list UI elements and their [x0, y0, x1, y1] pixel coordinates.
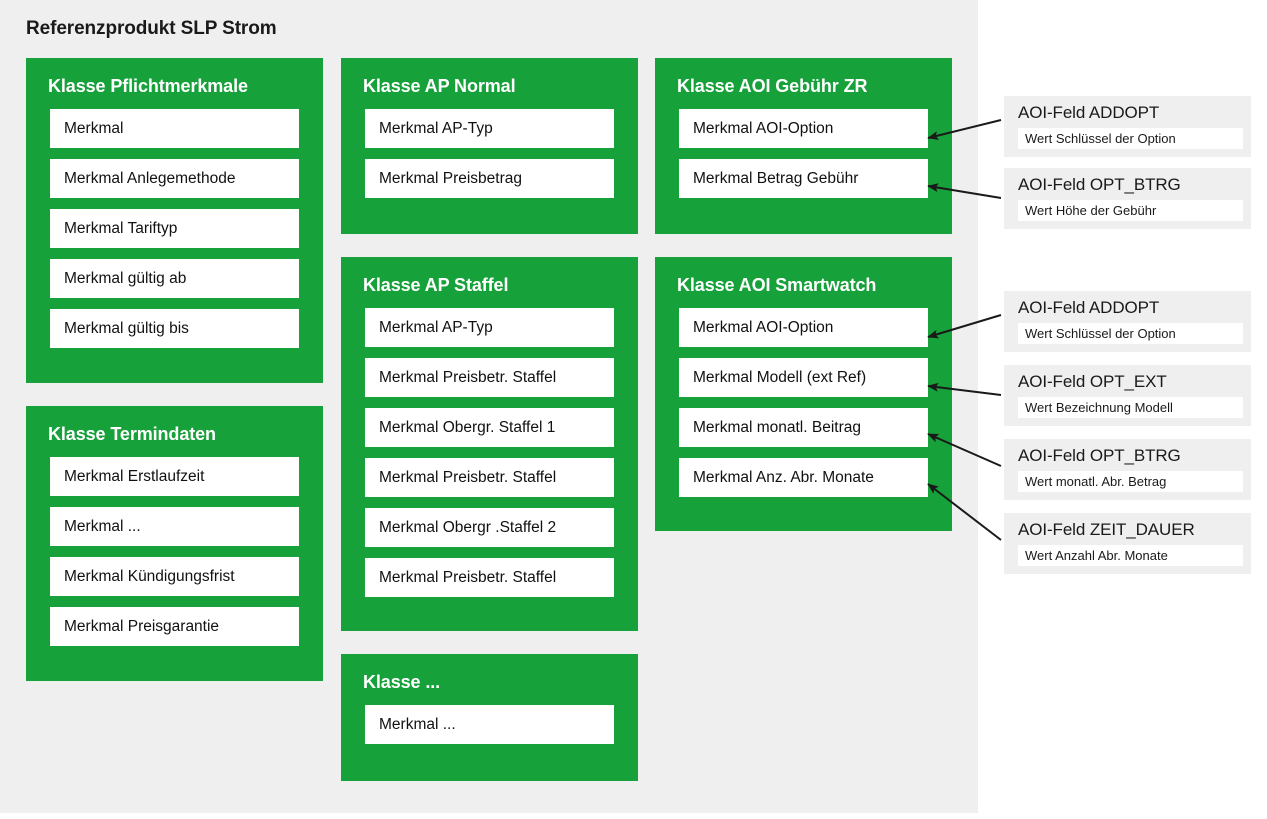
aoi-field-title: AOI-Feld ADDOPT [1018, 103, 1160, 122]
aoi-field-title: AOI-Feld ADDOPT [1018, 298, 1160, 317]
merkmal-row[interactable]: Merkmal Kündigungsfrist [50, 557, 299, 596]
merkmal-row[interactable]: Merkmal [50, 109, 299, 148]
class-box-termindaten[interactable]: Klasse Termindaten Merkmal Erstlaufzeit … [26, 406, 323, 681]
merkmal-row[interactable]: Merkmal monatl. Beitrag [679, 408, 928, 447]
aoi-field-title: AOI-Feld ZEIT_DAUER [1018, 520, 1195, 539]
class-title: Klasse ... [363, 672, 441, 692]
merkmal-row[interactable]: Merkmal Preisbetr. Staffel [365, 458, 614, 497]
merkmal-row[interactable]: Merkmal ... [365, 705, 614, 744]
merkmal-row[interactable]: Merkmal Erstlaufzeit [50, 457, 299, 496]
merkmal-list: Merkmal ... [365, 705, 614, 744]
class-box-pflichtmerkmale[interactable]: Klasse Pflichtmerkmale Merkmal Merkmal A… [26, 58, 323, 383]
merkmal-row[interactable]: Merkmal Preisbetrag [365, 159, 614, 198]
merkmal-list: Merkmal AP-Typ Merkmal Preisbetrag [365, 109, 614, 198]
aoi-field-card-opt-ext[interactable]: AOI-Feld OPT_EXT Wert Bezeichnung Modell [1004, 365, 1251, 426]
class-box-aoi-gebuehr-zr[interactable]: Klasse AOI Gebühr ZR Merkmal AOI-Option … [655, 58, 952, 234]
merkmal-list: Merkmal AOI-Option Merkmal Betrag Gebühr [679, 109, 928, 198]
merkmal-row[interactable]: Merkmal AP-Typ [365, 308, 614, 347]
class-box-weitere[interactable]: Klasse ... Merkmal ... [341, 654, 638, 781]
merkmal-row[interactable]: Merkmal Anlegemethode [50, 159, 299, 198]
aoi-field-value: Wert Höhe der Gebühr [1018, 200, 1243, 221]
class-title: Klasse AP Staffel [363, 275, 509, 295]
aoi-field-title: AOI-Feld OPT_BTRG [1018, 446, 1181, 465]
merkmal-row[interactable]: Merkmal Preisbetr. Staffel [365, 358, 614, 397]
class-box-ap-normal[interactable]: Klasse AP Normal Merkmal AP-Typ Merkmal … [341, 58, 638, 234]
aoi-field-card-addopt-1[interactable]: AOI-Feld ADDOPT Wert Schlüssel der Optio… [1004, 96, 1251, 157]
merkmal-row[interactable]: Merkmal Anz. Abr. Monate [679, 458, 928, 497]
merkmal-row[interactable]: Merkmal Betrag Gebühr [679, 159, 928, 198]
merkmal-row[interactable]: Merkmal Preisgarantie [50, 607, 299, 646]
merkmal-list: Merkmal AOI-Option Merkmal Modell (ext R… [679, 308, 928, 497]
merkmal-row[interactable]: Merkmal gültig bis [50, 309, 299, 348]
merkmal-row[interactable]: Merkmal AOI-Option [679, 109, 928, 148]
merkmal-row[interactable]: Merkmal AOI-Option [679, 308, 928, 347]
aoi-field-card-opt-btrg-2[interactable]: AOI-Feld OPT_BTRG Wert monatl. Abr. Betr… [1004, 439, 1251, 500]
class-box-aoi-smartwatch[interactable]: Klasse AOI Smartwatch Merkmal AOI-Option… [655, 257, 952, 531]
aoi-field-value: Wert Anzahl Abr. Monate [1018, 545, 1243, 566]
merkmal-list: Merkmal Erstlaufzeit Merkmal ... Merkmal… [50, 457, 299, 646]
aoi-field-value: Wert monatl. Abr. Betrag [1018, 471, 1243, 492]
class-title: Klasse Pflichtmerkmale [48, 76, 248, 96]
class-box-ap-staffel[interactable]: Klasse AP Staffel Merkmal AP-Typ Merkmal… [341, 257, 638, 631]
aoi-field-title: AOI-Feld OPT_EXT [1018, 372, 1167, 391]
aoi-field-value: Wert Bezeichnung Modell [1018, 397, 1243, 418]
class-title: Klasse AP Normal [363, 76, 516, 96]
aoi-field-title: AOI-Feld OPT_BTRG [1018, 175, 1181, 194]
class-title: Klasse Termindaten [48, 424, 216, 444]
class-title: Klasse AOI Gebühr ZR [677, 76, 868, 96]
aoi-field-value: Wert Schlüssel der Option [1018, 128, 1243, 149]
merkmal-row[interactable]: Merkmal Obergr .Staffel 2 [365, 508, 614, 547]
aoi-field-card-opt-btrg-1[interactable]: AOI-Feld OPT_BTRG Wert Höhe der Gebühr [1004, 168, 1251, 229]
aoi-field-card-zeit-dauer[interactable]: AOI-Feld ZEIT_DAUER Wert Anzahl Abr. Mon… [1004, 513, 1251, 574]
merkmal-row[interactable]: Merkmal Preisbetr. Staffel [365, 558, 614, 597]
merkmal-row[interactable]: Merkmal ... [50, 507, 299, 546]
merkmal-list: Merkmal Merkmal Anlegemethode Merkmal Ta… [50, 109, 299, 348]
class-title: Klasse AOI Smartwatch [677, 275, 877, 295]
merkmal-row[interactable]: Merkmal Obergr. Staffel 1 [365, 408, 614, 447]
merkmal-row[interactable]: Merkmal Modell (ext Ref) [679, 358, 928, 397]
page-title: Referenzprodukt SLP Strom [26, 18, 277, 39]
merkmal-list: Merkmal AP-Typ Merkmal Preisbetr. Staffe… [365, 308, 614, 597]
aoi-field-value: Wert Schlüssel der Option [1018, 323, 1243, 344]
aoi-field-card-addopt-2[interactable]: AOI-Feld ADDOPT Wert Schlüssel der Optio… [1004, 291, 1251, 352]
merkmal-row[interactable]: Merkmal Tariftyp [50, 209, 299, 248]
merkmal-row[interactable]: Merkmal AP-Typ [365, 109, 614, 148]
merkmal-row[interactable]: Merkmal gültig ab [50, 259, 299, 298]
